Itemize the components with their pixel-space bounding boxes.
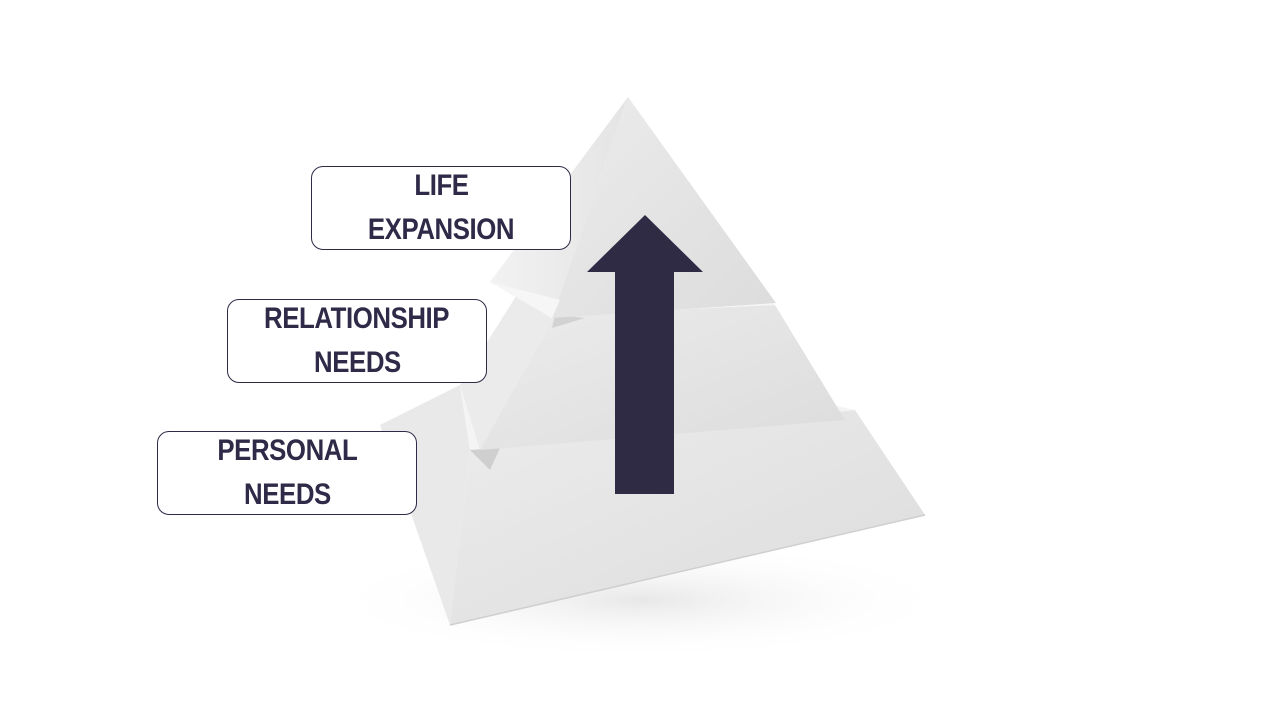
- up-arrow-icon: [587, 215, 703, 494]
- label-personal-needs-line-2: NEEDS: [243, 478, 331, 511]
- label-life-expansion-line-2: EXPANSION: [367, 213, 515, 246]
- label-life-expansion-line-1: LIFE: [413, 169, 469, 202]
- label-personal-needs-line-1: PERSONAL: [217, 434, 357, 467]
- label-relationship-needs-line-2: NEEDS: [313, 346, 401, 379]
- label-relationship-needs: RELATIONSHIP NEEDS: [227, 299, 487, 383]
- label-personal-needs: PERSONAL NEEDS: [157, 431, 417, 515]
- label-relationship-needs-line-1: RELATIONSHIP: [264, 302, 450, 335]
- label-life-expansion: LIFE EXPANSION: [311, 166, 571, 250]
